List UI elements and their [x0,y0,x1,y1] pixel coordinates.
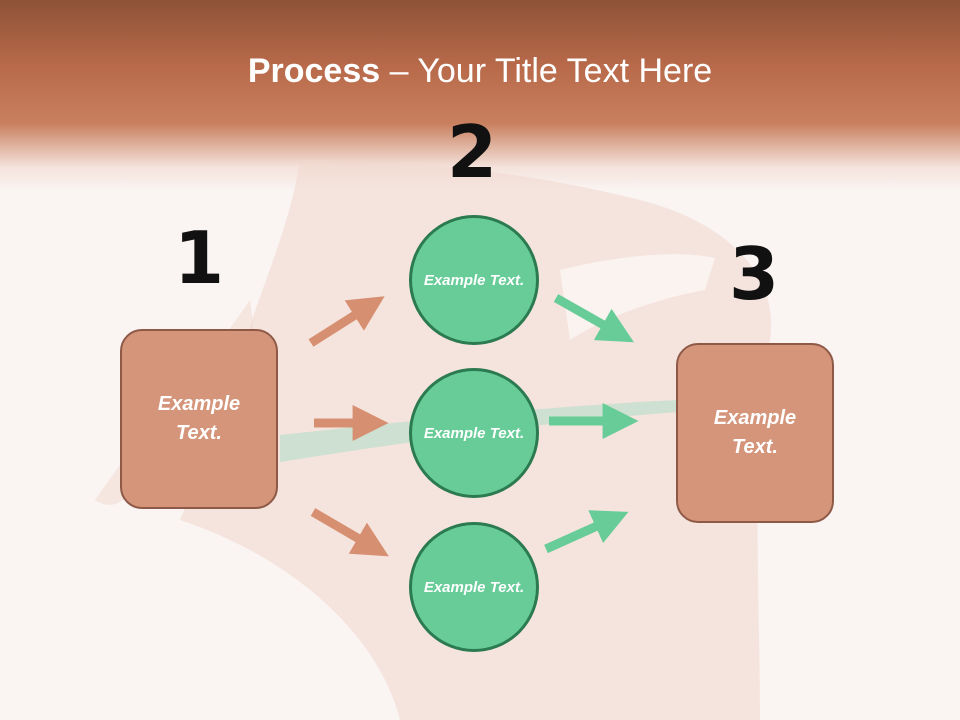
arrow-circle-3-to-3 [544,510,629,554]
step-2-circle-1: Example Text. [409,215,539,345]
step-3-text: Example Text. [713,407,797,458]
step-1-box: Example Text. [120,329,278,509]
step-2-circle-1-text: Example Text. [423,271,525,289]
step-2-circle-2: Example Text. [409,368,539,498]
step-3-box: Example Text. [676,343,834,523]
step-2-circle-3: Example Text. [409,522,539,652]
arrow-1-to-circle-3 [310,508,389,557]
step-1-text: Example Text. [157,393,241,444]
step-number-1: 1 [173,216,225,300]
step-number-2: 2 [446,110,498,194]
header-band [0,0,960,190]
step-2-circle-3-text: Example Text. [423,578,525,596]
title-bold: Process [247,52,381,90]
arrow-1-to-circle-1 [308,296,385,347]
page-title: Process – Your Title Text Here [0,52,960,91]
arrow-circle-1-to-3 [553,294,634,343]
step-number-3: 3 [728,232,780,316]
title-rest: – Your Title Text Here [380,52,713,90]
step-2-circle-2-text: Example Text. [423,424,525,442]
